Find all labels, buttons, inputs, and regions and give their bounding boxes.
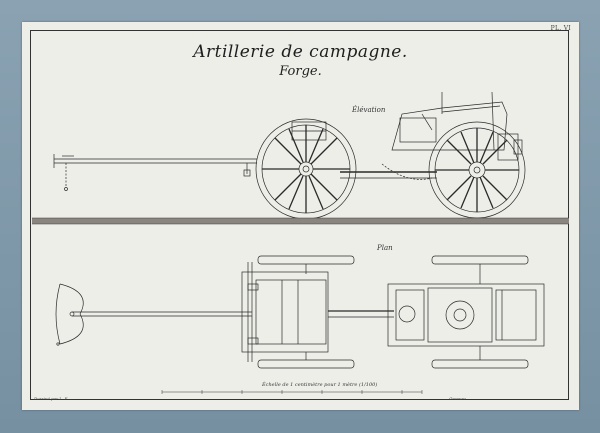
plate-title: Artillerie de campagne.: [193, 42, 408, 62]
plate-frame: [30, 30, 569, 400]
draftsman-credit: Dessiné par L. E. ...: [34, 396, 74, 401]
elevation-view: [53, 91, 526, 220]
plan-label: Plan: [377, 244, 393, 252]
rear-wheel-elevation: [428, 121, 526, 219]
front-wheel-elevation: [255, 118, 357, 220]
engraver-credit: ... Gravure: [444, 396, 466, 401]
front-axle-plan: [241, 255, 355, 369]
forge-drawing: [32, 91, 569, 394]
scale-caption: Échelle de 1 centimètre pour 1 mètre (1/…: [262, 382, 378, 388]
elevation-label: Élévation: [352, 106, 386, 114]
forge-body-elevation: [391, 91, 523, 161]
scale-bar: [161, 390, 423, 394]
plate-sheet: PL. VI Artillerie de campagne. Forge. Él…: [22, 22, 579, 410]
ground-line: [32, 217, 569, 225]
forge-body-plan: [387, 255, 545, 369]
plan-view: [55, 255, 545, 369]
plate-number: PL. VI: [550, 25, 571, 32]
plate-subtitle: Forge.: [279, 64, 322, 79]
